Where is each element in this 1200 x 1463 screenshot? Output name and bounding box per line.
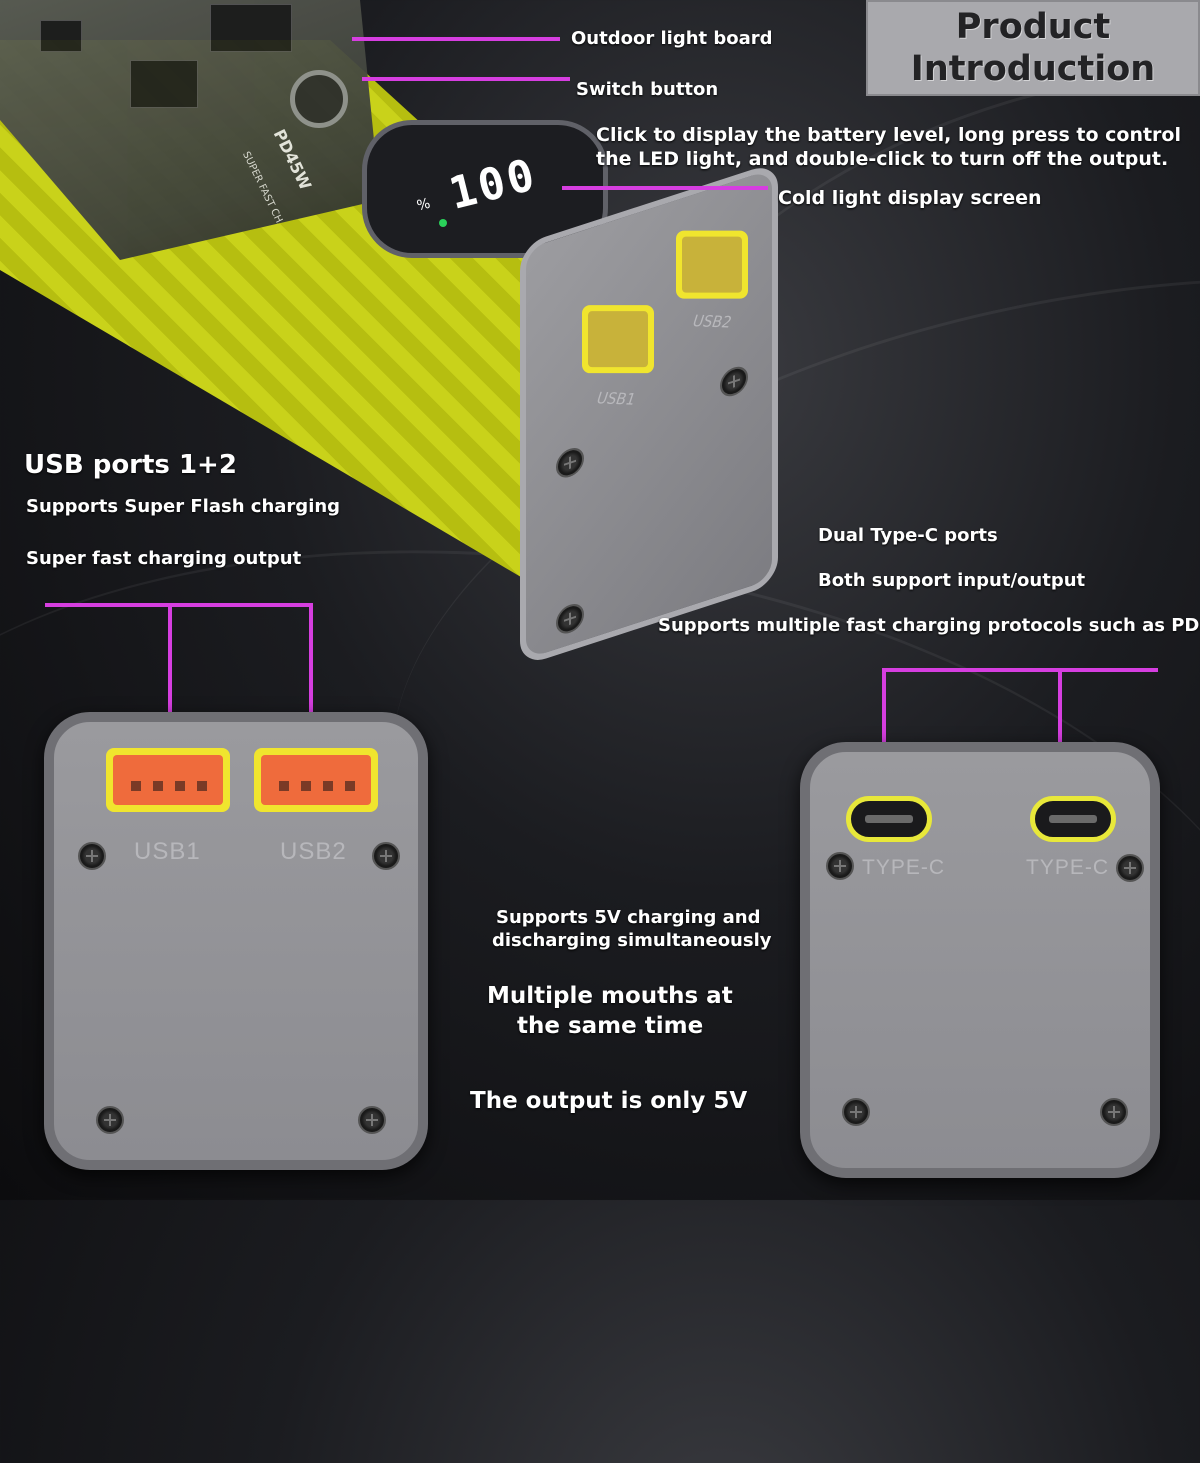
callout-line-outdoor-light	[352, 37, 560, 41]
display-percent: %	[415, 195, 433, 215]
typec-bracket-left	[882, 668, 886, 786]
screw-icon	[358, 1106, 386, 1134]
screw-icon	[78, 842, 106, 870]
screw-icon	[1116, 854, 1144, 882]
note-multiple-line-1: Multiple mouths at	[487, 983, 733, 1009]
note-multiple-line-2: the same time	[517, 1013, 704, 1039]
typec1-port	[846, 796, 932, 842]
callout-line-switch	[362, 77, 570, 81]
endcap-usb2-port	[676, 230, 748, 299]
usb-section-heading: USB ports 1+2	[24, 450, 237, 480]
screw-icon	[1100, 1098, 1128, 1126]
usb-section-line-2: Super fast charging output	[26, 548, 302, 569]
usb1-label: USB1	[134, 838, 201, 865]
usb-bracket-left	[168, 603, 172, 723]
screw-icon	[826, 852, 854, 880]
note-5v-line-2: discharging simultaneously	[492, 930, 772, 951]
typec-panel: TYPE-C TYPE-C	[800, 742, 1160, 1178]
usb2-port	[254, 748, 378, 812]
screw-icon	[96, 1106, 124, 1134]
screw-icon	[842, 1098, 870, 1126]
screw-icon	[720, 362, 748, 401]
typec2-port	[1030, 796, 1116, 842]
title-line-1: Product	[955, 7, 1111, 47]
typec2-label: TYPE-C	[1026, 856, 1110, 879]
callout-outdoor-light-board: Outdoor light board	[571, 28, 773, 49]
usb-panel: USB1 USB2	[44, 712, 428, 1170]
usb-bracket-top	[45, 603, 313, 607]
note-output-5v: The output is only 5V	[470, 1088, 748, 1114]
note-5v-line-1: Supports 5V charging and	[496, 907, 761, 928]
typec-bracket-top	[882, 668, 1158, 672]
screw-icon	[556, 600, 584, 638]
typec1-label: TYPE-C	[862, 856, 946, 879]
endcap-usb1-port	[582, 305, 654, 374]
usb-bracket-right	[309, 603, 313, 723]
power-bank-product: PD45W SUPER FAST CHARGER 100 % USB1 USB2	[0, 0, 800, 680]
screw-icon	[372, 842, 400, 870]
screw-icon	[556, 444, 584, 482]
typec-bracket-right	[1058, 668, 1062, 786]
title-box: Product Introduction	[866, 0, 1200, 96]
display-digits: 100	[444, 149, 543, 220]
body-print-1: PD45W	[269, 126, 316, 193]
callout-click-info-2: the LED light, and double-click to turn …	[596, 148, 1169, 170]
typec-section-heading: Dual Type-C ports	[818, 525, 998, 546]
endcap-label-2: USB2	[690, 311, 735, 332]
controller-chip	[130, 60, 198, 108]
endcap-label-1: USB1	[594, 388, 639, 409]
title-line-2: Introduction	[910, 49, 1156, 89]
status-led-icon	[439, 219, 447, 227]
switch-button-icon	[290, 70, 348, 128]
typec-section-line-1: Both support input/output	[818, 570, 1086, 591]
inductor-chip	[210, 4, 292, 52]
callout-cold-light-display: Cold light display screen	[778, 187, 1042, 209]
callout-line-display	[562, 186, 768, 190]
callout-click-info-1: Click to display the battery level, long…	[596, 124, 1181, 146]
small-chip	[40, 20, 82, 52]
usb1-port	[106, 748, 230, 812]
usb-section-line-1: Supports Super Flash charging	[26, 496, 341, 517]
usb2-label: USB2	[280, 838, 347, 865]
callout-switch-button: Switch button	[576, 79, 719, 100]
end-cap: USB1 USB2	[520, 161, 778, 667]
typec-section-line-2: Supports multiple fast charging protocol…	[658, 615, 1200, 636]
